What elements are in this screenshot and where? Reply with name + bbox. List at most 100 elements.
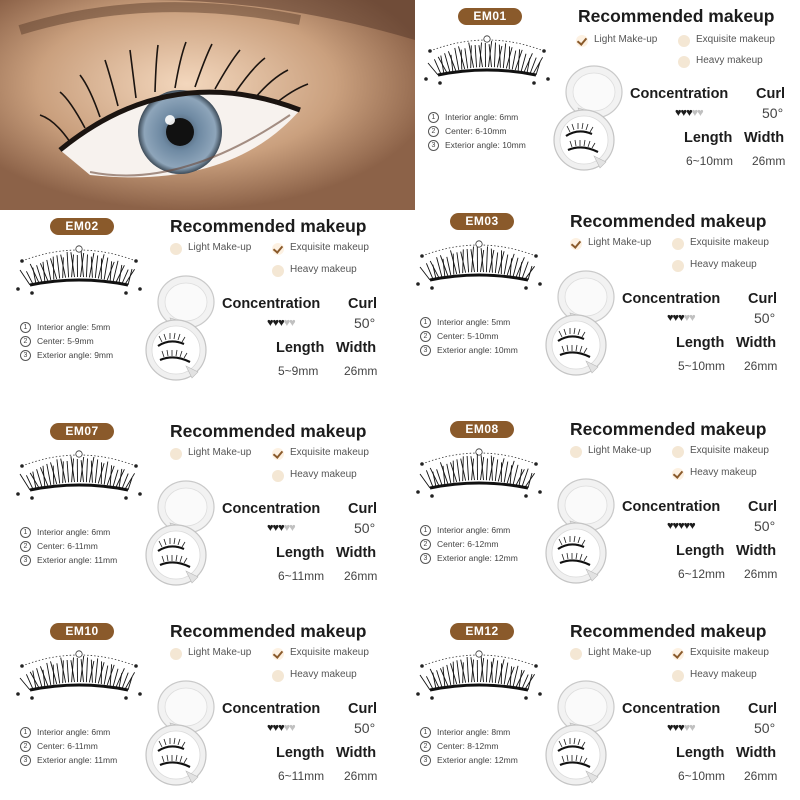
spec-number-icon: 3 bbox=[20, 755, 31, 767]
width-label: Width bbox=[736, 745, 777, 761]
spec-value: 8-12mm bbox=[467, 741, 499, 751]
width-value: 26mm bbox=[344, 364, 378, 378]
concentration-hearts: ♥♥♥♥♥ bbox=[267, 317, 296, 329]
product-code-badge: EM02 bbox=[50, 218, 114, 235]
makeup-option-label: Exquisite makeup bbox=[690, 445, 769, 456]
eye-illustration bbox=[0, 0, 415, 210]
spec-value: 11mm bbox=[94, 555, 118, 565]
concentration-hearts: ♥♥♥♥♥ bbox=[267, 522, 296, 534]
width-label: Width bbox=[336, 545, 377, 561]
heart-filled-icon: ♥ bbox=[267, 722, 273, 734]
checked-checkbox-icon bbox=[272, 243, 284, 255]
product-code-badge: EM07 bbox=[50, 423, 114, 440]
width-value: 26mm bbox=[344, 769, 378, 783]
spec-number-icon: 3 bbox=[428, 140, 439, 152]
spec-number-icon: 3 bbox=[20, 350, 31, 362]
spec-value: 6-11mm bbox=[67, 541, 98, 551]
lash-diagram bbox=[16, 650, 142, 700]
heart-filled-icon: ♥ bbox=[672, 312, 679, 324]
heart-filled-icon: ♥ bbox=[678, 520, 684, 532]
product-code-badge: EM03 bbox=[450, 213, 514, 230]
spec-number-icon: 3 bbox=[420, 755, 431, 767]
width-label: Width bbox=[336, 745, 377, 761]
spec-label: Interior angle: bbox=[37, 527, 89, 537]
unchecked-checkbox-icon bbox=[678, 56, 690, 68]
unchecked-checkbox-icon bbox=[272, 470, 284, 482]
curl-value: 50° bbox=[754, 720, 776, 736]
spec-value: 10mm bbox=[502, 140, 526, 150]
makeup-option-label: Exquisite makeup bbox=[696, 34, 775, 45]
spec-number-icon: 2 bbox=[420, 539, 431, 551]
checked-checkbox-icon bbox=[576, 35, 588, 47]
spec-row: 1 Interior angle: 6mm bbox=[428, 110, 526, 124]
spec-label: Exterior angle: bbox=[437, 345, 492, 355]
spec-value: 6mm bbox=[499, 112, 519, 122]
concentration-label: Concentration bbox=[622, 499, 721, 515]
curl-label: Curl bbox=[348, 296, 377, 312]
width-value: 26mm bbox=[744, 359, 778, 373]
makeup-option-label: Heavy makeup bbox=[290, 669, 357, 680]
lash-diagram bbox=[16, 245, 142, 295]
heart-empty-icon: ♥ bbox=[289, 722, 295, 734]
lash-diagram bbox=[424, 35, 550, 85]
length-value: 6~11mm bbox=[278, 569, 325, 583]
recommended-makeup-title: Recommended makeup bbox=[170, 621, 367, 641]
heart-filled-icon: ♥ bbox=[272, 522, 279, 534]
concentration-hearts: ♥♥♥♥♥ bbox=[667, 520, 696, 532]
spec-label: Center: bbox=[437, 331, 465, 341]
checked-checkbox-icon bbox=[570, 238, 582, 250]
spec-number-icon: 2 bbox=[20, 541, 31, 553]
spec-number-icon: 2 bbox=[420, 331, 431, 343]
lash-diagram bbox=[416, 650, 542, 700]
heart-filled-icon: ♥ bbox=[672, 722, 679, 734]
product-code-badge: EM01 bbox=[458, 8, 522, 25]
spec-number-icon: 1 bbox=[420, 317, 431, 329]
width-label: Width bbox=[744, 130, 785, 146]
lash-case-image bbox=[545, 270, 615, 376]
heart-filled-icon: ♥ bbox=[667, 312, 673, 324]
unchecked-checkbox-icon bbox=[272, 670, 284, 682]
makeup-option-label: Light Make-up bbox=[594, 34, 658, 45]
makeup-option-label: Light Make-up bbox=[588, 237, 652, 248]
lash-diagram bbox=[16, 450, 142, 500]
recommended-makeup-title: Recommended makeup bbox=[170, 421, 367, 441]
lash-case-image bbox=[553, 65, 623, 171]
curl-value: 50° bbox=[762, 105, 784, 121]
spec-value: 12mm bbox=[494, 755, 518, 765]
heart-empty-icon: ♥ bbox=[691, 107, 698, 119]
heart-filled-icon: ♥ bbox=[272, 317, 279, 329]
lash-case-image bbox=[545, 680, 615, 786]
width-label: Width bbox=[336, 340, 377, 356]
spec-label: Interior angle: bbox=[37, 322, 89, 332]
curl-value: 50° bbox=[754, 518, 776, 534]
heart-filled-icon: ♥ bbox=[272, 722, 279, 734]
heart-filled-icon: ♥ bbox=[667, 520, 673, 532]
concentration-label: Concentration bbox=[222, 501, 321, 517]
spec-value: 6-11mm bbox=[67, 741, 98, 751]
spec-label: Exterior angle: bbox=[37, 555, 92, 565]
spec-label: Interior angle: bbox=[445, 112, 497, 122]
checked-checkbox-icon bbox=[672, 468, 684, 480]
curl-label: Curl bbox=[748, 291, 777, 307]
concentration-hearts: ♥♥♥♥♥ bbox=[667, 722, 696, 734]
length-value: 5~9mm bbox=[278, 364, 319, 378]
spec-value: 6mm bbox=[91, 727, 111, 737]
product-code-badge: EM08 bbox=[450, 421, 514, 438]
spec-number-icon: 1 bbox=[428, 112, 439, 124]
heart-filled-icon: ♥ bbox=[667, 722, 673, 734]
length-value: 6~10mm bbox=[678, 769, 726, 783]
width-value: 26mm bbox=[344, 569, 378, 583]
spec-number-icon: 2 bbox=[20, 741, 31, 753]
unchecked-checkbox-icon bbox=[170, 243, 182, 255]
